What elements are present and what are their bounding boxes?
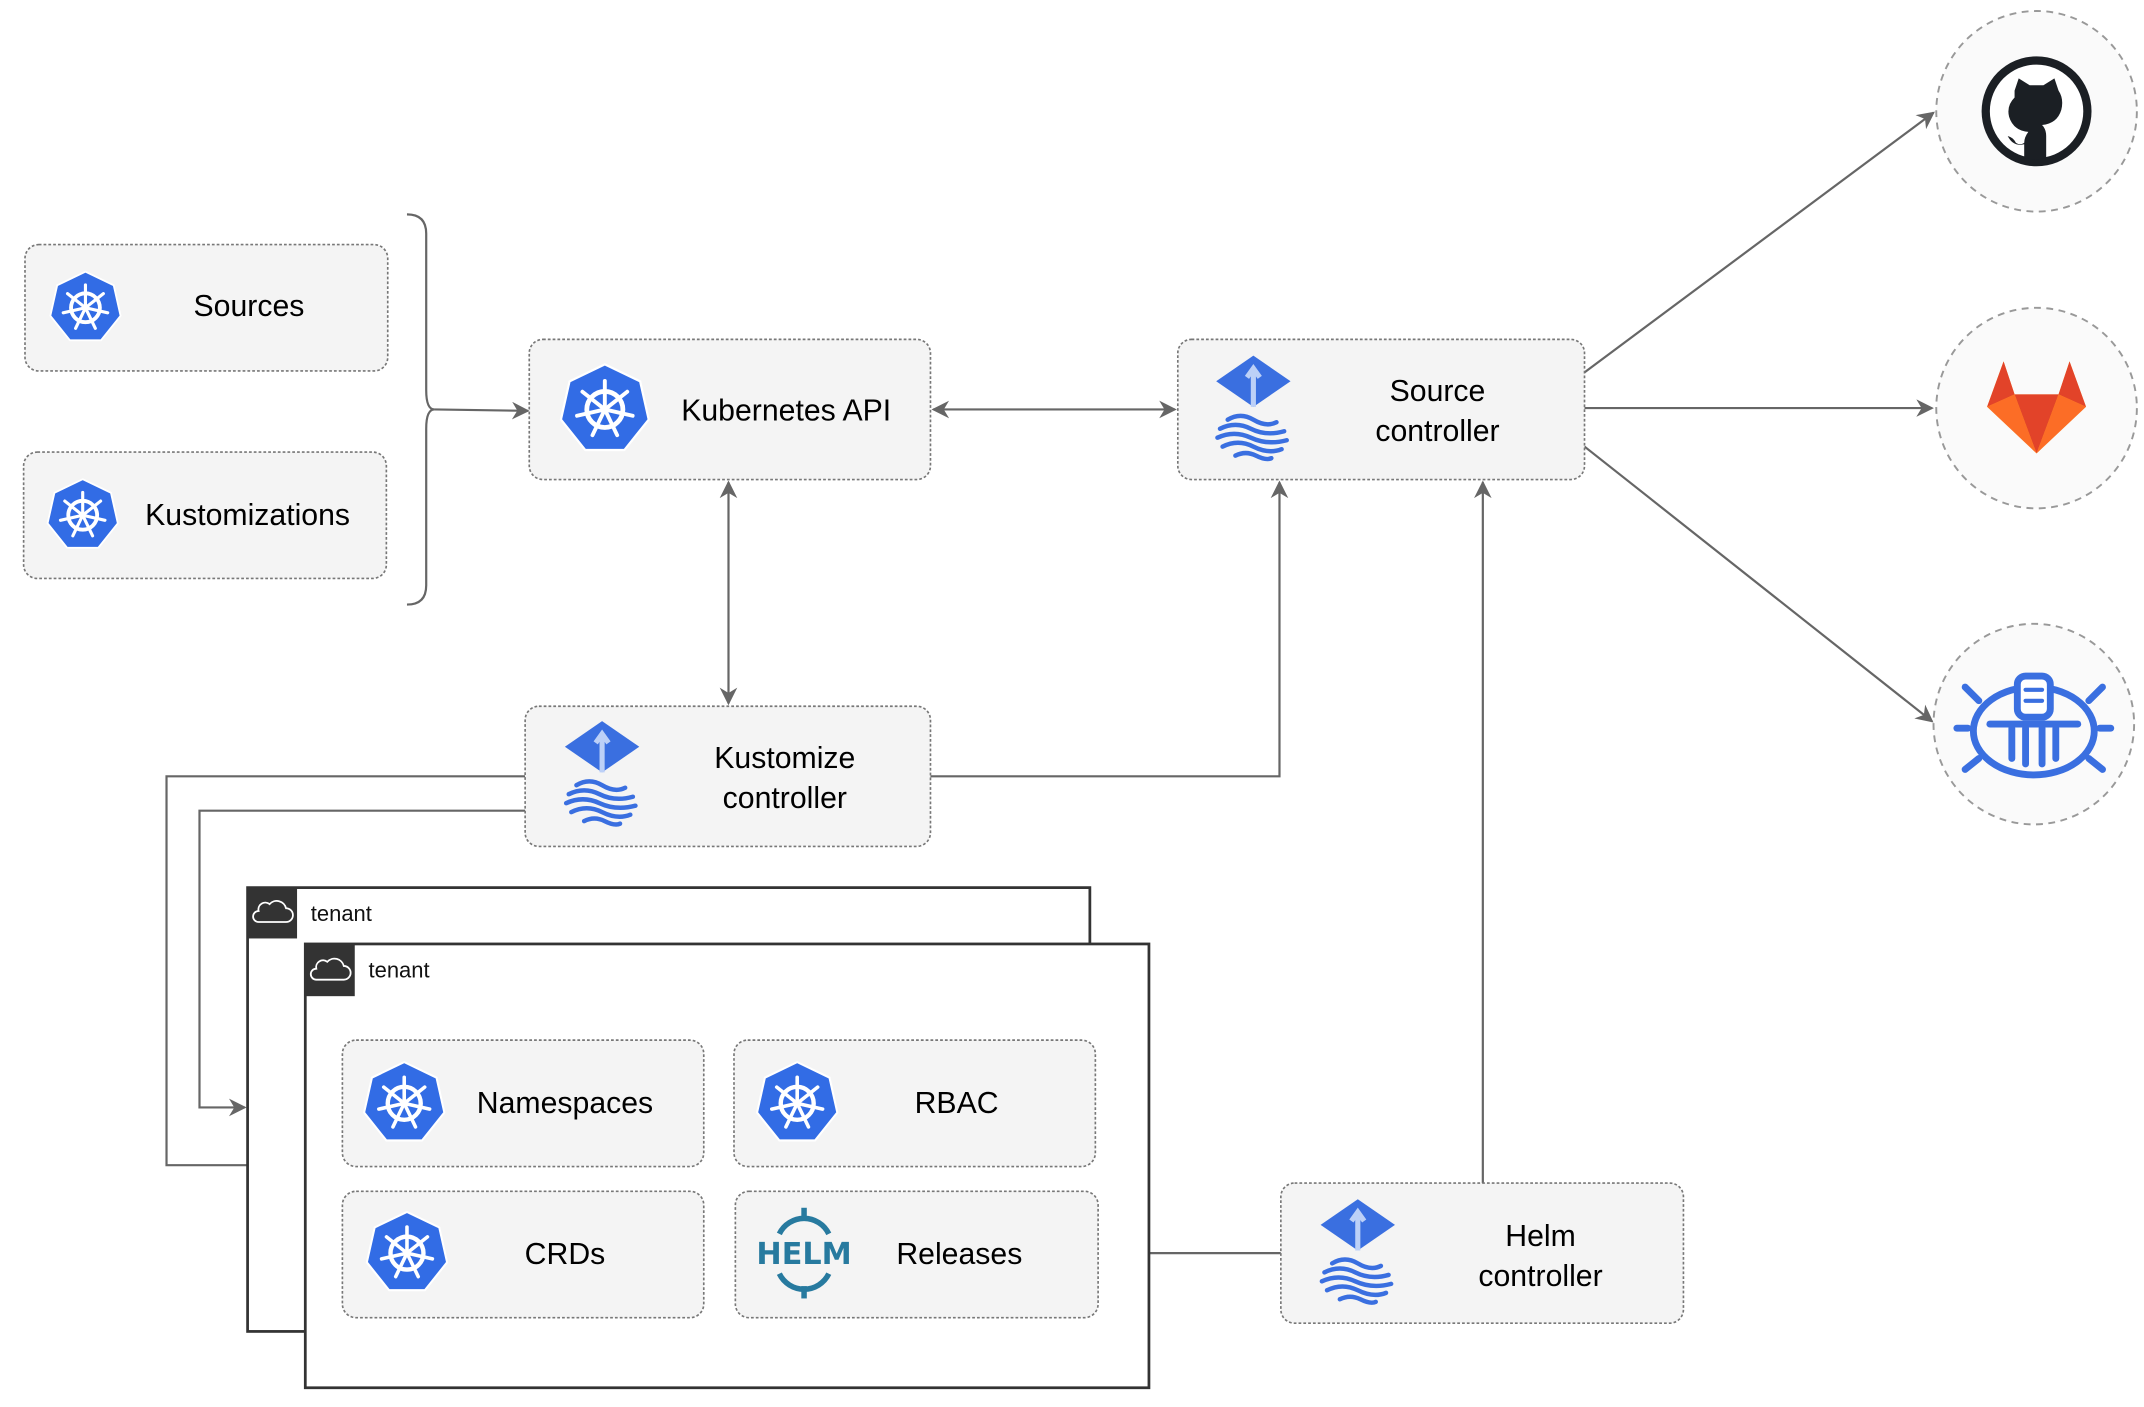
helm-icon: HELM [756,1207,852,1299]
node-label: Namespaces [477,1087,653,1120]
node-label-line2: controller [1375,415,1499,448]
node-helm-controller[interactable]: Helm controller [1280,1182,1685,1325]
node-label: Kubernetes API [681,394,891,427]
node-label-line1: Kustomize [714,742,855,775]
github-icon [1981,56,2092,167]
helm-logo-text: HELM [756,1237,851,1272]
node-releases[interactable]: HELM Releases [734,1190,1099,1319]
node-namespaces[interactable]: Namespaces [341,1039,705,1168]
node-crds[interactable]: CRDs [341,1190,705,1319]
node-kustomize-controller[interactable]: Kustomize controller [524,705,932,848]
edge-kustomize-to-source [930,480,1289,778]
node-rbac[interactable]: RBAC [733,1039,1097,1168]
tenant-label: tenant [369,958,430,983]
gitlab-icon [1987,361,2087,454]
node-label: CRDs [525,1238,606,1271]
node-label-line1: Helm [1505,1220,1576,1253]
node-sources[interactable]: Sources [24,243,389,372]
node-label: Releases [896,1238,1022,1271]
external-bucket[interactable] [1932,622,2136,826]
node-kustomizations[interactable]: Kustomizations [22,451,388,580]
edges [165,111,1935,1262]
external-gitlab[interactable] [1935,306,2138,510]
external-github[interactable] [1935,10,2138,213]
tenant-label: tenant [311,901,372,926]
node-label: RBAC [915,1087,999,1120]
cloud-icon [309,957,352,981]
edge-source-to-github [1583,111,1935,374]
node-label: Kustomizations [145,499,350,532]
cloud-icon [252,900,294,923]
edge-kustomize-to-tenant-inner [165,775,526,1174]
edge-inputs-to-api [434,401,530,420]
edge-source-to-bucket [1583,445,1934,723]
node-label-line2: controller [1478,1260,1602,1293]
node-label: Sources [194,290,305,323]
node-source-controller[interactable]: Source controller [1176,338,1586,481]
brace [406,213,435,606]
edge-kustomize-to-tenant-outer [198,809,526,1117]
node-label-line1: Source [1390,375,1486,408]
node-label-line2: controller [723,782,847,815]
node-kubernetes-api[interactable]: Kubernetes API [528,338,932,481]
bucket-icon [1953,672,2115,779]
